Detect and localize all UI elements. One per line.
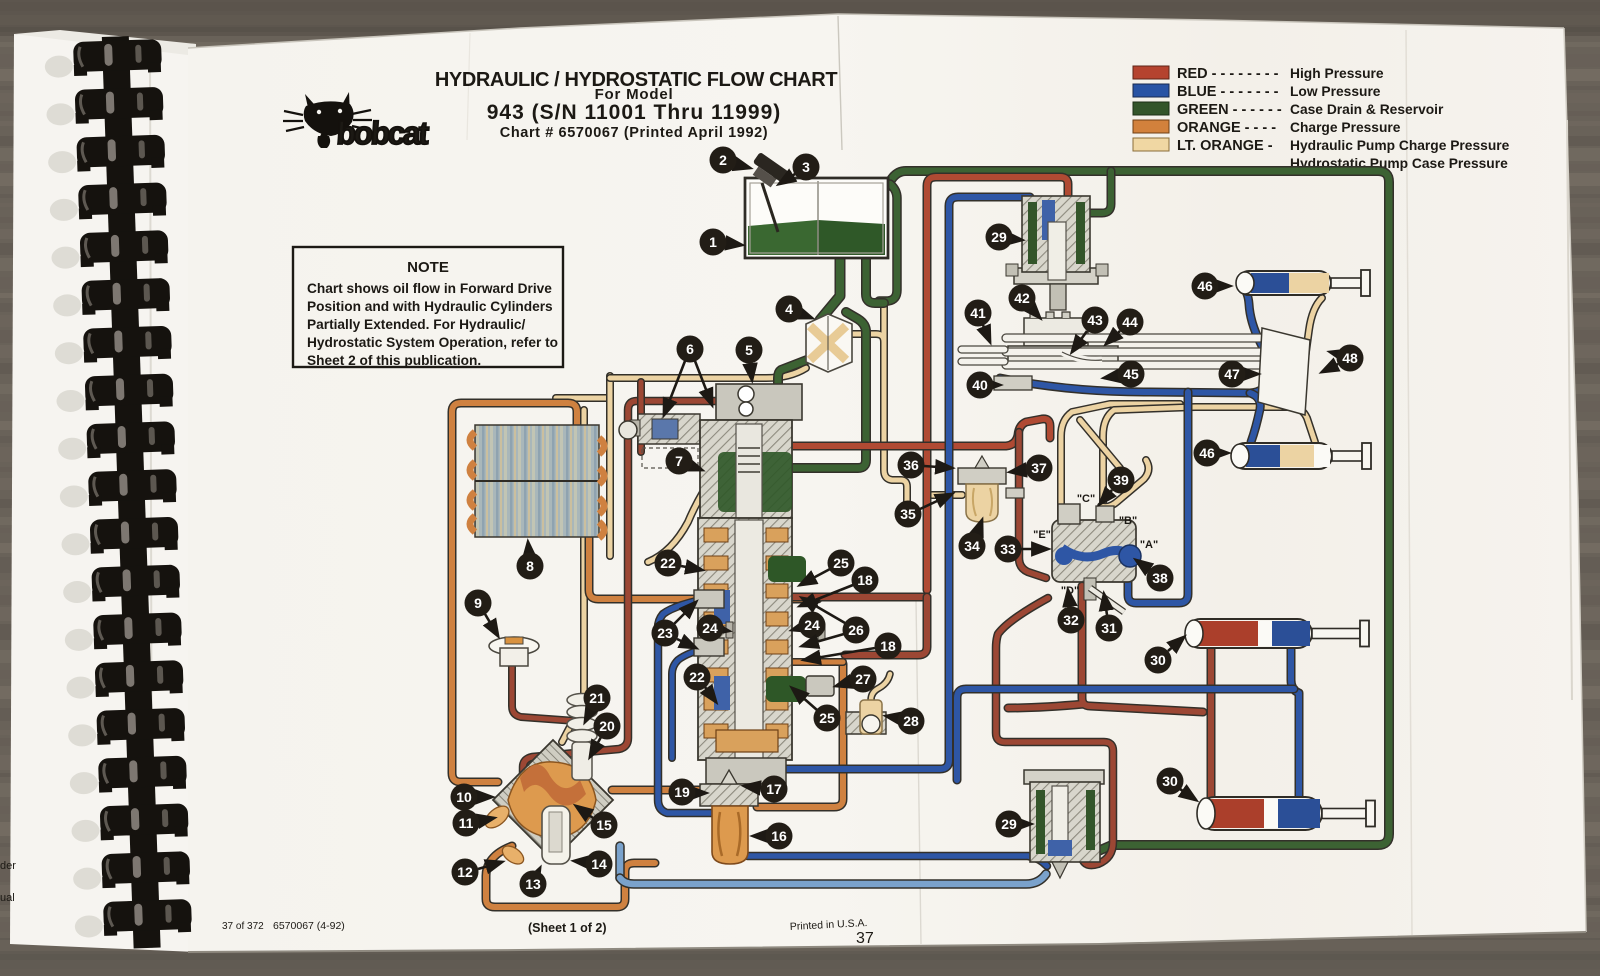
svg-text:29: 29 — [991, 229, 1007, 245]
svg-text:40: 40 — [972, 377, 988, 393]
svg-text:47: 47 — [1224, 366, 1240, 382]
svg-text:der: der — [0, 860, 16, 872]
svg-text:25: 25 — [833, 555, 849, 571]
svg-text:6: 6 — [686, 341, 694, 357]
svg-text:43: 43 — [1087, 312, 1103, 328]
svg-text:RED - - - - - - - -: RED - - - - - - - - — [1177, 66, 1279, 82]
svg-text:Low Pressure: Low Pressure — [1290, 84, 1381, 99]
svg-text:45: 45 — [1123, 366, 1139, 382]
svg-text:29: 29 — [1001, 816, 1017, 832]
svg-text:NOTE: NOTE — [407, 259, 449, 276]
svg-text:19: 19 — [674, 784, 690, 800]
svg-text:22: 22 — [660, 555, 676, 571]
svg-text:18: 18 — [857, 572, 873, 588]
svg-text:Case Drain & Reservoir: Case Drain & Reservoir — [1290, 102, 1444, 117]
svg-text:46: 46 — [1199, 445, 1215, 461]
svg-text:18: 18 — [880, 638, 896, 654]
svg-text:30: 30 — [1162, 773, 1178, 789]
svg-text:34: 34 — [964, 538, 980, 554]
svg-text:Chart # 6570067 (Printed April: Chart # 6570067 (Printed April 1992) — [500, 125, 768, 141]
svg-text:Sheet 2 of this publication.: Sheet 2 of this publication. — [307, 353, 481, 368]
svg-text:32: 32 — [1063, 612, 1079, 628]
svg-text:"A": "A" — [1140, 539, 1158, 551]
svg-text:2: 2 — [719, 152, 727, 168]
svg-text:27: 27 — [855, 671, 871, 687]
svg-text:14: 14 — [591, 856, 607, 872]
svg-text:"E": "E" — [1033, 529, 1051, 541]
svg-text:37: 37 — [1031, 460, 1047, 476]
svg-text:20: 20 — [599, 718, 615, 734]
svg-text:943 (S/N 11001 Thru 11999): 943 (S/N 11001 Thru 11999) — [487, 101, 782, 124]
svg-text:Chart shows oil flow in Forwar: Chart shows oil flow in Forward Drive — [307, 281, 552, 296]
svg-text:39: 39 — [1113, 472, 1129, 488]
svg-text:Printed in U.S.A.: Printed in U.S.A. — [790, 917, 868, 933]
svg-text:High Pressure: High Pressure — [1290, 66, 1384, 81]
svg-text:11: 11 — [459, 815, 474, 831]
svg-text:4: 4 — [785, 301, 793, 317]
svg-text:BLUE - - - - - - -: BLUE - - - - - - - — [1177, 84, 1279, 100]
svg-text:10: 10 — [456, 789, 472, 805]
svg-text:ORANGE - - - -: ORANGE - - - - — [1177, 120, 1276, 136]
svg-text:"B": "B" — [1119, 515, 1137, 527]
svg-text:17: 17 — [766, 781, 782, 797]
svg-text:15: 15 — [596, 817, 612, 833]
svg-text:(Sheet 1 of 2): (Sheet 1 of 2) — [528, 921, 607, 935]
svg-text:25: 25 — [819, 710, 835, 726]
svg-text:12: 12 — [457, 864, 473, 880]
svg-text:7: 7 — [675, 453, 683, 469]
svg-text:Partially Extended. For Hydra: Partially Extended. For Hydraulic/ — [307, 317, 526, 332]
svg-text:35: 35 — [900, 506, 916, 522]
svg-text:1: 1 — [709, 234, 717, 250]
svg-text:42: 42 — [1014, 290, 1030, 306]
svg-text:21: 21 — [589, 690, 605, 706]
svg-text:41: 41 — [970, 305, 986, 321]
svg-text:For Model: For Model — [595, 86, 674, 103]
svg-text:28: 28 — [903, 713, 919, 729]
svg-text:9: 9 — [474, 595, 482, 611]
svg-text:bobcat: bobcat — [335, 115, 430, 151]
svg-text:24: 24 — [804, 617, 820, 633]
svg-text:"D": "D" — [1061, 585, 1079, 597]
svg-text:Charge Pressure: Charge Pressure — [1290, 120, 1401, 135]
svg-text:Hydraulic Pump Charge Pressure: Hydraulic Pump Charge Pressure — [1290, 138, 1510, 153]
svg-text:44: 44 — [1122, 314, 1138, 330]
svg-text:24: 24 — [702, 620, 718, 636]
svg-text:33: 33 — [1000, 541, 1016, 557]
svg-text:46: 46 — [1197, 278, 1213, 294]
svg-text:38: 38 — [1152, 570, 1168, 586]
svg-text:16: 16 — [771, 828, 787, 844]
svg-text:37: 37 — [856, 930, 874, 947]
svg-text:GREEN - - - - - -: GREEN - - - - - - — [1177, 102, 1282, 118]
svg-text:31: 31 — [1101, 620, 1117, 636]
svg-text:36: 36 — [903, 457, 919, 473]
svg-text:22: 22 — [689, 669, 705, 685]
svg-text:HYDRAULIC / HYDROSTATIC FLOW C: HYDRAULIC / HYDROSTATIC FLOW CHART — [435, 69, 837, 91]
svg-text:5: 5 — [745, 342, 753, 358]
svg-text:"C": "C" — [1077, 493, 1095, 505]
svg-text:23: 23 — [657, 625, 673, 641]
svg-text:26: 26 — [848, 622, 864, 638]
svg-text:Position and with Hydraulic Cy: Position and with Hydraulic Cylinders — [307, 299, 553, 314]
svg-text:37 of 372: 37 of 372 — [222, 921, 264, 932]
svg-text:6570067 (4-92): 6570067 (4-92) — [273, 920, 345, 932]
svg-text:30: 30 — [1150, 652, 1166, 668]
svg-text:LT. ORANGE -: LT. ORANGE - — [1177, 138, 1273, 154]
svg-text:Hydrostatic System Operation,: Hydrostatic System Operation, refer to — [307, 335, 558, 350]
svg-text:48: 48 — [1342, 350, 1358, 366]
svg-text:8: 8 — [526, 558, 534, 574]
svg-text:ual: ual — [0, 892, 15, 904]
svg-text:13: 13 — [525, 876, 541, 892]
svg-text:3: 3 — [802, 159, 810, 175]
